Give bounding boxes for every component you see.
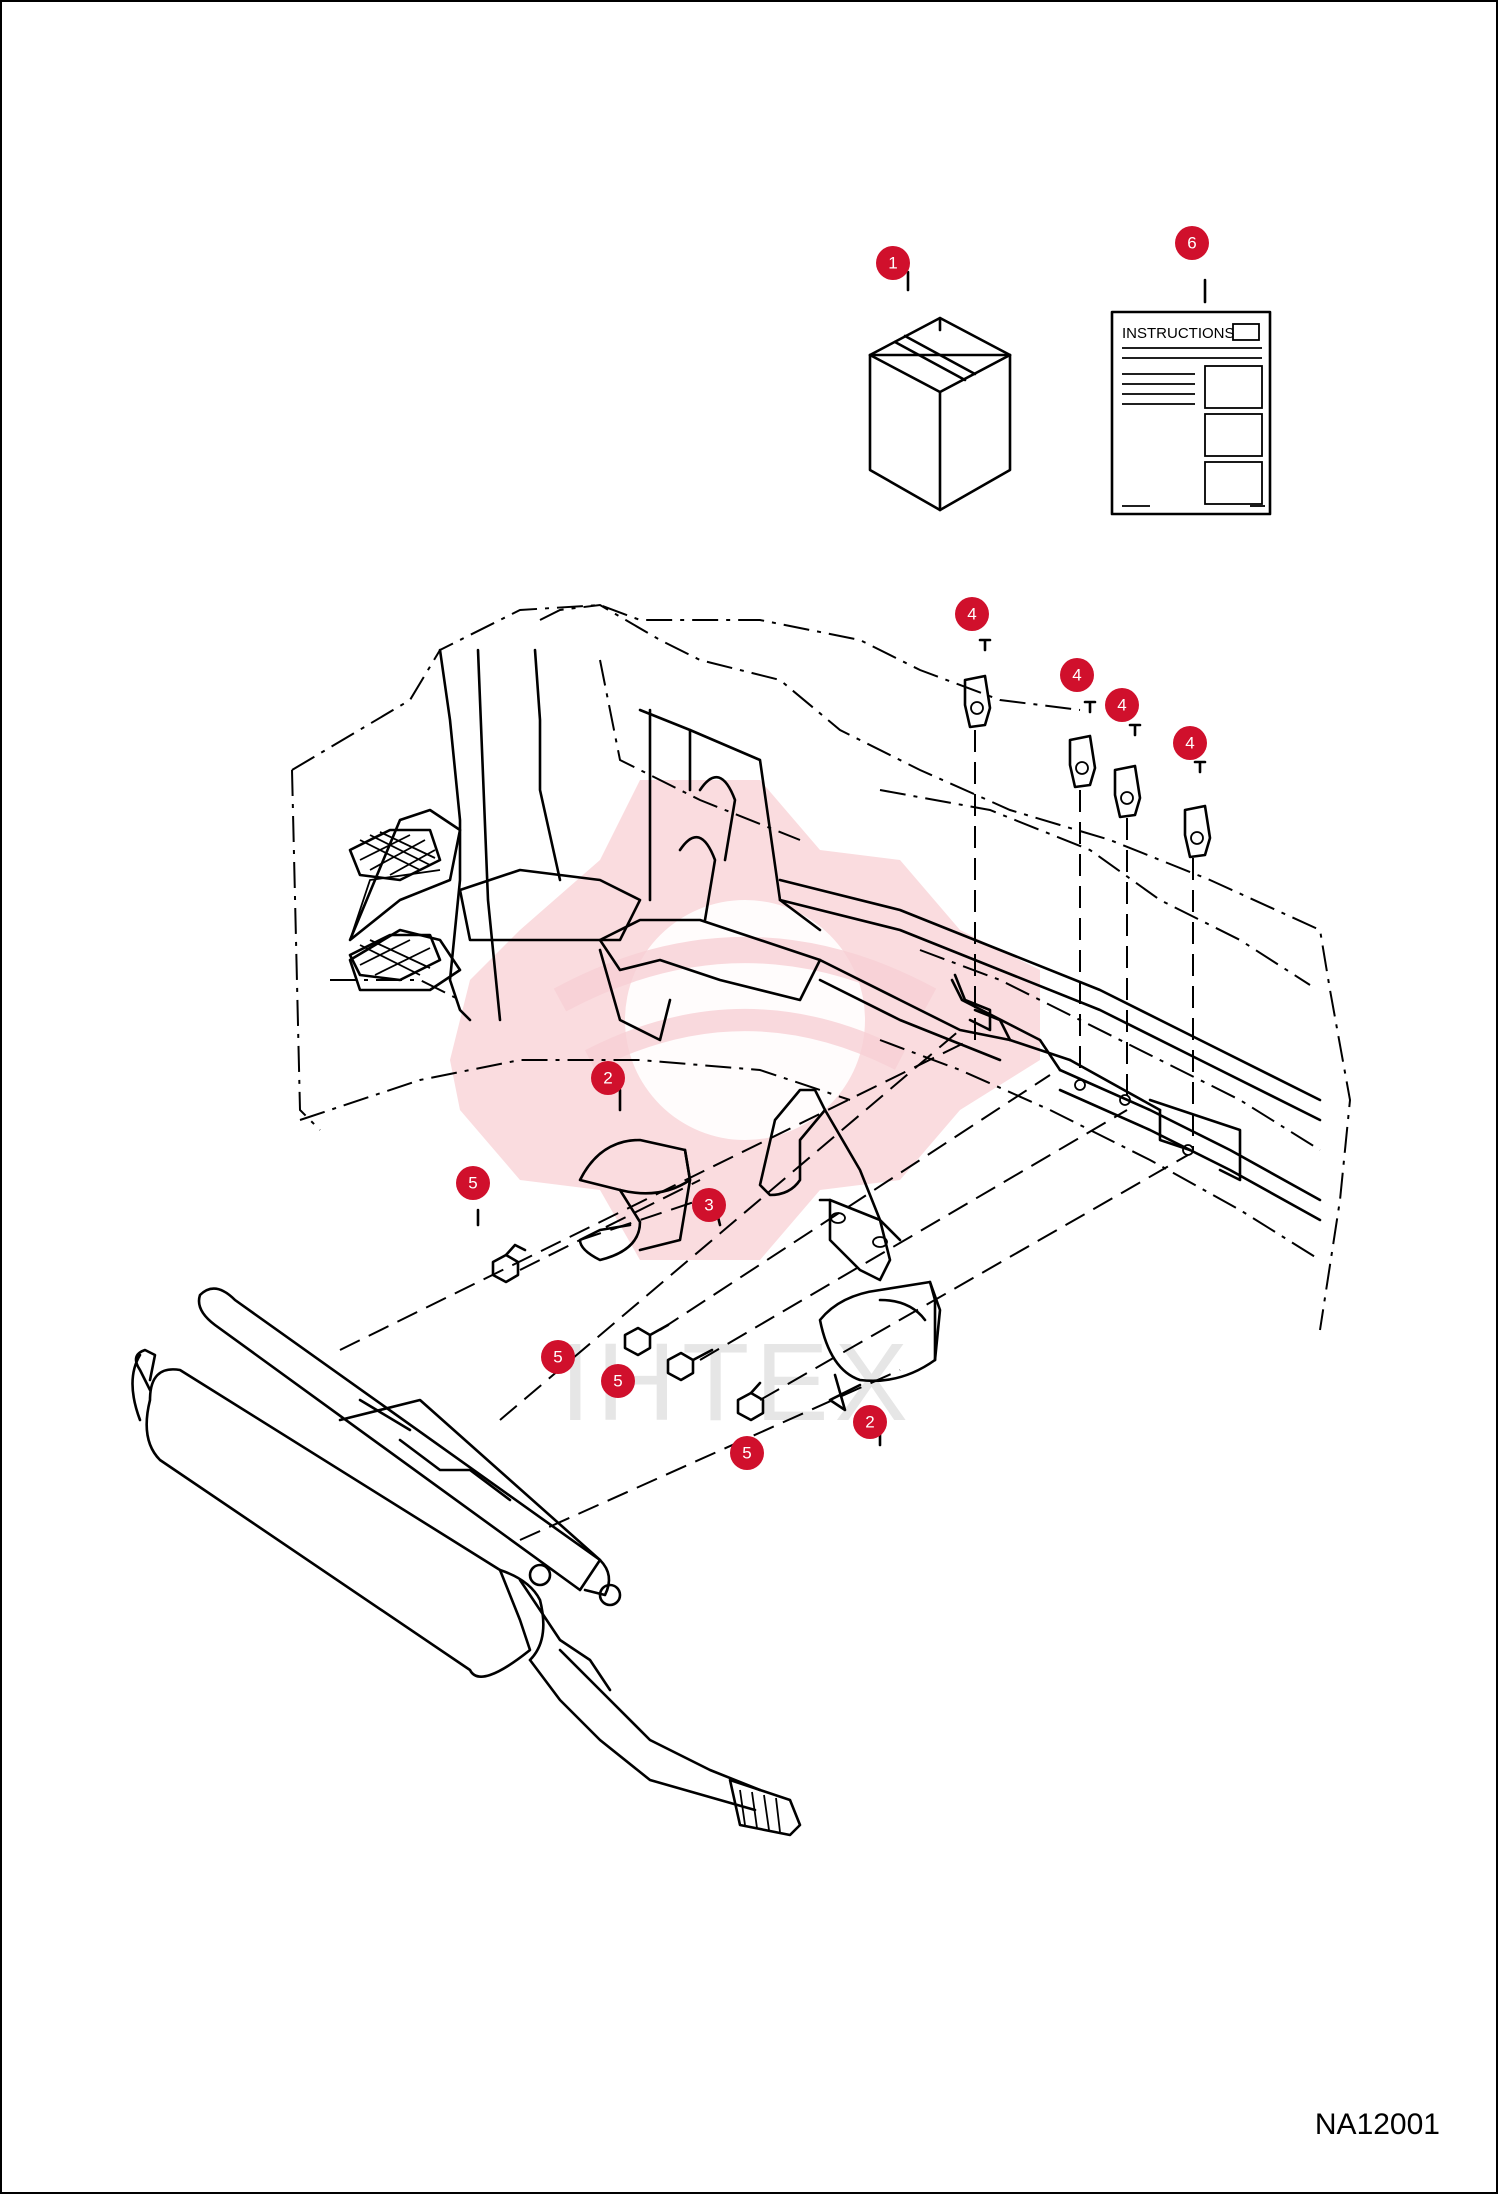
callout-c1: 1 <box>876 246 910 280</box>
clip-nut-b <box>1068 700 1097 789</box>
bolt-c <box>666 1348 714 1382</box>
frame-solid-details <box>348 648 1322 1222</box>
callout-layer: 1 6 4 4 4 4 2 5 3 5 5 5 2 <box>456 226 1209 1470</box>
callout-c4d: 4 <box>1173 726 1207 760</box>
callout-bubble <box>456 1166 490 1200</box>
callout-bubble <box>591 1061 625 1095</box>
callout-c4c: 4 <box>1105 688 1139 722</box>
callout-label: 1 <box>888 254 897 273</box>
part-5-bolts <box>339 1029 1189 1541</box>
callout-c5a: 5 <box>456 1166 490 1200</box>
vehicle-frame-outline <box>291 603 1352 1331</box>
part-2-clamp-upper <box>578 1088 692 1262</box>
callout-bubble <box>1105 688 1139 722</box>
callout-label: 5 <box>742 1444 751 1463</box>
callout-c5c: 5 <box>601 1364 635 1398</box>
clip-nut-d <box>1183 760 1212 859</box>
callout-label: 2 <box>603 1069 612 1088</box>
callout-bubble <box>692 1188 726 1222</box>
callout-bubble <box>730 1436 764 1470</box>
callout-c2a: 2 <box>591 1061 625 1095</box>
callout-label: 5 <box>553 1348 562 1367</box>
watermark-logo: ІНТЕХ <box>450 780 1040 1444</box>
callout-label: 4 <box>967 605 976 624</box>
callout-bubble <box>601 1364 635 1398</box>
callout-label: 5 <box>613 1372 622 1391</box>
callout-label: 3 <box>704 1196 713 1215</box>
callout-bubble <box>1060 658 1094 692</box>
part-1-box <box>868 270 1012 512</box>
callout-c2b: 2 <box>853 1405 887 1439</box>
grease-gun <box>131 1287 802 1837</box>
callout-label: 4 <box>1185 734 1194 753</box>
callout-c5d: 5 <box>730 1436 764 1470</box>
callout-bubble <box>1175 226 1209 260</box>
callout-bubble <box>541 1340 575 1374</box>
part-4-clip-nuts <box>963 638 1212 1150</box>
callout-c5b: 5 <box>541 1340 575 1374</box>
bolt-d <box>736 1381 765 1422</box>
drawing-code: NA12001 <box>1314 2108 1440 2141</box>
callout-c4b: 4 <box>1060 658 1094 692</box>
instructions-label: INSTRUCTIONS <box>1122 325 1235 342</box>
part-6-instructions-sheet: INSTRUCTIONS <box>1110 278 1272 516</box>
clip-nut-a <box>963 638 992 729</box>
callout-label: 2 <box>865 1413 874 1432</box>
callout-label: 6 <box>1187 234 1196 253</box>
clip-nut-c <box>1113 723 1142 819</box>
callout-bubble <box>853 1405 887 1439</box>
callout-bubble <box>955 597 989 631</box>
callout-bubble <box>1173 726 1207 760</box>
callout-label: 5 <box>468 1174 477 1193</box>
callout-c6: 6 <box>1175 226 1209 260</box>
callout-c3: 3 <box>692 1188 726 1222</box>
callout-label: 4 <box>1072 666 1081 685</box>
callout-label: 4 <box>1117 696 1126 715</box>
callout-bubble <box>876 246 910 280</box>
callout-c4a: 4 <box>955 597 989 631</box>
